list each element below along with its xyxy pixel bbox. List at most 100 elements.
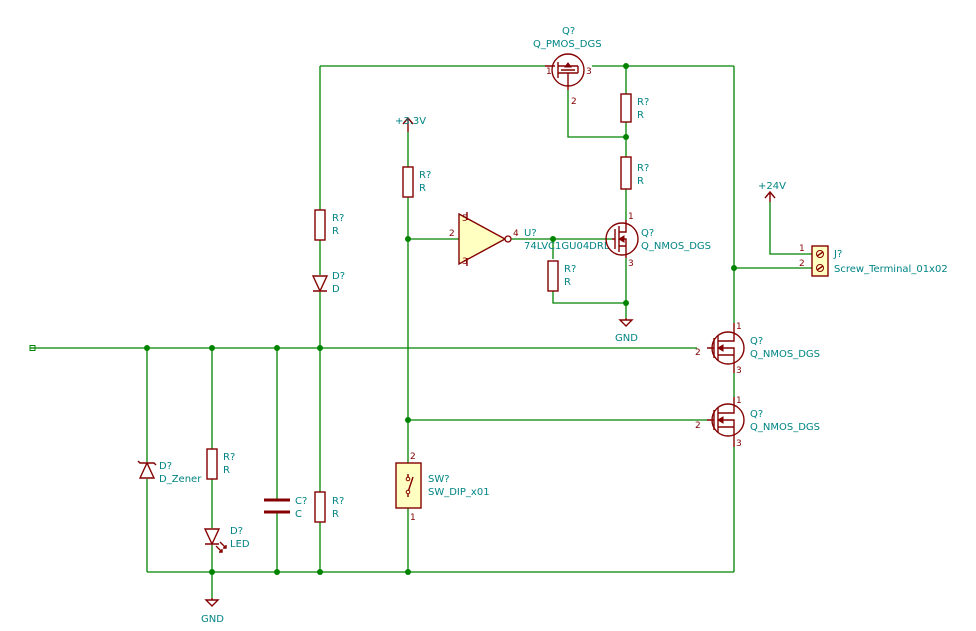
nmos-value: Q_NMOS_DGS xyxy=(750,349,820,360)
transistor-nmos-driver: 1 3 Q? Q_NMOS_DGS xyxy=(605,212,711,269)
pin-number: 3 xyxy=(586,67,592,77)
terminal-value: Screw_Terminal_01x02 xyxy=(834,264,948,275)
switch-value: SW_DIP_x01 xyxy=(428,487,490,498)
pin-number: 2 xyxy=(449,229,455,239)
terminal-ref: J? xyxy=(833,249,842,260)
junction-dot xyxy=(274,569,280,575)
nmos-ref: Q? xyxy=(750,336,763,347)
resistor-gate-nmos: R? R xyxy=(547,260,576,292)
pin-number: 3 xyxy=(462,257,468,267)
transistor-pmos: 1 3 2 Q? Q_PMOS_DGS xyxy=(533,26,602,107)
nmos-ref: Q? xyxy=(750,409,763,420)
capacitor-ref: C? xyxy=(295,496,307,507)
wire-pmos-chain xyxy=(567,66,627,157)
screw-terminal: 1 2 J? Screw_Terminal_01x02 xyxy=(799,244,948,277)
transistor-nmos-3: 1 3 2 Q? Q_NMOS_DGS xyxy=(695,396,820,449)
resistor-gate-pmos: R? R xyxy=(620,93,649,123)
inverter-value: 74LVC1GU04DRL xyxy=(524,241,610,252)
junction-dot xyxy=(405,569,411,575)
capacitor-c: C? C xyxy=(264,496,307,520)
pin-number: 3 xyxy=(736,439,742,449)
transistor-nmos-2: 1 3 2 Q? Q_NMOS_DGS xyxy=(695,322,820,376)
wire-gate-resistor xyxy=(552,239,626,304)
power-24v-label: +24V xyxy=(758,181,786,192)
resistor-mid: R? R xyxy=(620,156,649,190)
diode-led: D? LED xyxy=(203,526,250,553)
pin-number: 1 xyxy=(546,67,552,77)
resistor-ref: R? xyxy=(637,97,649,108)
pin-number: 3 xyxy=(628,259,634,269)
resistor-left-bottom: R? R xyxy=(314,491,344,523)
resistor-value: R xyxy=(564,277,571,288)
junction-dot xyxy=(405,236,411,242)
nmos-ref: Q? xyxy=(641,228,654,239)
resistor-pullup-33v: R? R xyxy=(402,166,431,198)
resistor-ref: R? xyxy=(564,264,576,275)
pin-number: 5 xyxy=(462,214,468,224)
gnd-label-bottom: GND xyxy=(201,614,224,625)
wire-24v xyxy=(734,202,812,269)
diode-ref: D? xyxy=(230,526,243,537)
diode-value: D_Zener xyxy=(159,474,202,485)
diode-value: LED xyxy=(230,539,250,550)
resistor-value: R xyxy=(637,176,644,187)
junction-dot xyxy=(405,417,411,423)
junction-dot xyxy=(623,300,629,306)
resistor-value: R xyxy=(332,509,339,520)
junction-dot xyxy=(317,345,323,351)
wires xyxy=(30,65,812,598)
pmos-ref: Q? xyxy=(562,26,575,37)
resistor-ref: R? xyxy=(332,213,344,224)
pin-number: 3 xyxy=(736,366,742,376)
switch-ref: SW? xyxy=(428,474,450,485)
pin-number: 4 xyxy=(513,229,519,239)
junction-dot xyxy=(209,569,215,575)
dip-switch: 2 1 SW? SW_DIP_x01 xyxy=(395,452,490,523)
junctions xyxy=(29,63,737,575)
pin-number: 1 xyxy=(736,322,742,332)
power-33v: +3.3V xyxy=(395,116,426,132)
power-33v-label: +3.3V xyxy=(395,116,426,127)
resistor-ref: R? xyxy=(223,452,235,463)
gnd-label-top: GND xyxy=(615,333,638,344)
diode-zener: D? D_Zener xyxy=(137,460,202,485)
power-24v: +24V xyxy=(758,181,786,202)
input-port-marker xyxy=(29,345,36,351)
pin-number: 2 xyxy=(695,348,701,358)
pin-number: 1 xyxy=(736,396,742,406)
resistor-value: R xyxy=(332,226,339,237)
diode-ref: D? xyxy=(159,461,172,472)
junction-dot xyxy=(144,345,150,351)
junction-dot xyxy=(209,345,215,351)
pin-number: 2 xyxy=(799,259,805,269)
resistor-ref: R? xyxy=(419,170,431,181)
inverter-ref: U? xyxy=(524,228,537,239)
resistor-led: R? R xyxy=(206,448,235,480)
junction-dot xyxy=(731,265,737,271)
resistor-ref: R? xyxy=(332,496,344,507)
inverter-u: 2 4 5 3 U? 74LVC1GU04DRL xyxy=(449,212,610,267)
pin-number: 1 xyxy=(410,513,416,523)
diode-ref: D? xyxy=(332,271,345,282)
diode-d: D? D xyxy=(311,271,345,295)
capacitor-value: C xyxy=(295,509,302,520)
resistor-left-top: R? R xyxy=(314,209,344,241)
pin-number: 2 xyxy=(695,421,701,431)
nmos-value: Q_NMOS_DGS xyxy=(641,241,711,252)
pin-number: 1 xyxy=(799,244,805,254)
junction-dot xyxy=(623,63,629,69)
pin-number: 2 xyxy=(410,452,416,462)
resistor-value: R xyxy=(223,465,230,476)
nmos-value: Q_NMOS_DGS xyxy=(750,422,820,433)
pin-number: 2 xyxy=(571,97,577,107)
pmos-value: Q_PMOS_DGS xyxy=(533,39,602,50)
gnd-symbol-top: GND xyxy=(615,318,638,344)
junction-dot xyxy=(317,569,323,575)
junction-dot xyxy=(623,134,629,140)
resistor-value: R xyxy=(419,183,426,194)
pin-number: 1 xyxy=(628,212,634,222)
junction-dot xyxy=(550,236,556,242)
gnd-symbol-bottom: GND xyxy=(201,598,224,625)
diode-value: D xyxy=(332,284,340,295)
